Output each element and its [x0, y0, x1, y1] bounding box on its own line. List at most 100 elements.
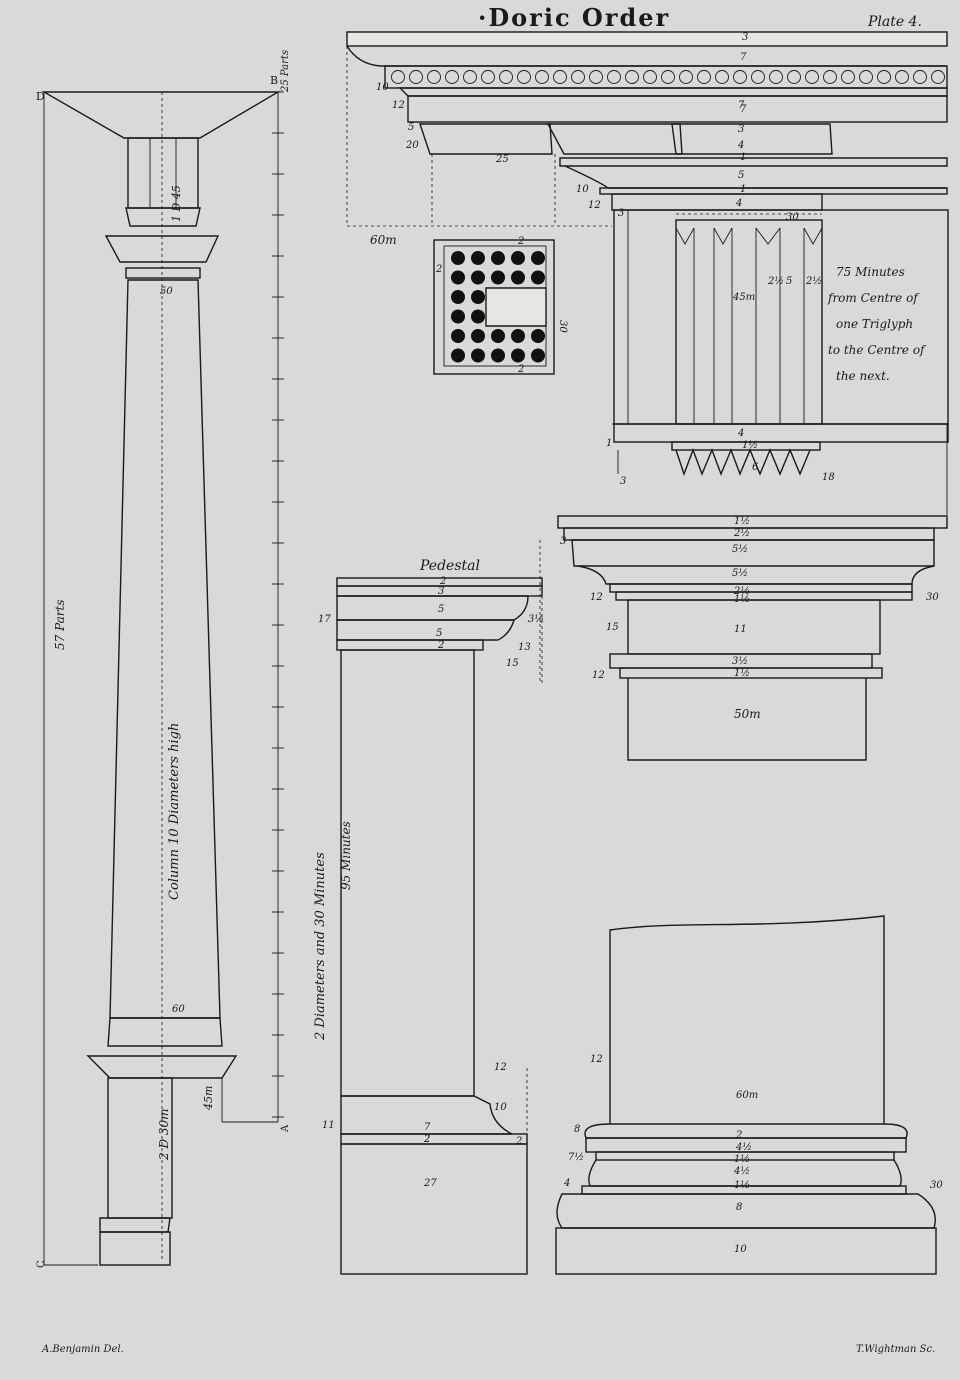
gutta [787, 70, 801, 84]
gutta [391, 70, 405, 84]
soffit-left: 2 [435, 264, 442, 275]
entablature-width: 60m [370, 233, 397, 247]
mutule-soffit: 2 2 30 2 [433, 236, 568, 375]
pedestal-base-dimension: 12 [494, 1062, 507, 1073]
pedestal-base-dimension: 2 [423, 1134, 430, 1145]
soffit-gutta [451, 290, 465, 304]
soffit-gutta [451, 251, 465, 265]
base-dimension: 1½ [734, 1154, 750, 1165]
plate-title: ·Doric Order [478, 3, 670, 32]
base-dim: 45m [202, 1086, 215, 1111]
entablature-dimension: 3 [618, 208, 624, 219]
gutta [661, 70, 675, 84]
pedestal-cap-dimension: 15 [506, 658, 519, 669]
pedestal-title: Pedestal [419, 558, 480, 574]
pedestal-dim: 2 D 30m [157, 1108, 171, 1161]
capital-dimension: 2½ [733, 528, 750, 539]
entablature-dimension: 18 [822, 472, 835, 483]
base-dimension: 4½ [733, 1166, 750, 1177]
capital-dimension: 15 [606, 622, 619, 633]
guttae-row [391, 70, 945, 84]
gutta [823, 70, 837, 84]
entablature-dimension: 10 [376, 82, 389, 93]
soffit-gutta [471, 309, 485, 324]
entablature-dimension: 3 [738, 124, 744, 135]
soffit-gutta [531, 270, 545, 285]
gutta [859, 70, 873, 84]
capital-shaft: 50m [734, 707, 761, 721]
plate-number: Plate 4. [867, 14, 922, 30]
capital-dimension: 3½ [732, 656, 748, 667]
c-parts-label: 57 Parts [53, 600, 67, 651]
base-dimension: 7½ [568, 1152, 584, 1163]
gutta [643, 70, 657, 84]
letter-b: B [270, 74, 278, 87]
entablature-dimension: 1 [740, 184, 746, 195]
entablature-dimension: 1 [740, 152, 746, 163]
base-dimension: 4½ [735, 1142, 752, 1153]
soffit-gutta [511, 251, 525, 265]
gutta [697, 70, 711, 84]
soffit-gutta [491, 270, 505, 285]
entablature-dimension: 7 [738, 100, 745, 111]
entablature-dimension: 3 [742, 32, 748, 43]
entablature-dimension: 4 [737, 140, 744, 151]
letter-c: C [36, 1260, 47, 1268]
capital-dimension: 2½ [733, 586, 750, 597]
soffit-gutta [471, 329, 485, 343]
entablature-dimension: 5 [786, 276, 792, 287]
gutta [895, 70, 909, 84]
base-dimension: 30 [930, 1180, 943, 1191]
capital-dimension: 12 [590, 592, 603, 603]
entablature-dimension: 1 [606, 438, 612, 449]
entablature-dimension: 3 [620, 476, 626, 487]
entablature-dimension: 2½ [805, 276, 822, 287]
gutta [409, 70, 423, 84]
pedestal-base-dimension: 2 [515, 1136, 522, 1147]
pedestal-cap-dimension: 17 [318, 614, 331, 625]
base-dimension: 12 [590, 1054, 603, 1065]
gutta [841, 70, 855, 84]
soffit-gutta [511, 270, 525, 285]
soffit-gutta [531, 348, 545, 363]
pedestal-cap-dimension: 2 [437, 640, 444, 651]
entablature-dimension: 25 [495, 154, 509, 165]
soffit-gutta [451, 270, 465, 285]
soffit-gutta [491, 329, 505, 343]
soffit-gutta [451, 329, 465, 343]
entablature-dimension: 7 [740, 52, 747, 63]
pedestal-base-dimension: 11 [322, 1120, 335, 1131]
capital-dimension: 30 [926, 592, 939, 603]
base-dimension: 8 [574, 1124, 580, 1135]
pedestal-height: 2 Diameters and 30 Minutes [313, 852, 328, 1041]
triglyph-note-line: 75 Minutes [836, 265, 905, 279]
gutta [535, 70, 549, 84]
pedestal-base-dimension: 2 [423, 1134, 430, 1145]
gutta [463, 70, 477, 84]
pedestal-cap-dimension: 3 [438, 586, 444, 597]
gutta [607, 70, 621, 84]
soffit-gutta [471, 290, 485, 304]
soffit-gutta [531, 251, 545, 265]
capital-dimension: 5½ [732, 568, 748, 579]
soffit-gutta [491, 251, 505, 265]
gutta [877, 70, 891, 84]
base-dimension: 1½ [734, 1180, 750, 1191]
soffit-gutta [511, 329, 525, 343]
gutta [517, 70, 531, 84]
soffit-right: 30 [557, 320, 568, 333]
base-dimension: 4 [563, 1178, 570, 1189]
entablature-dimension: 5 [738, 170, 744, 181]
pedestal-minutes: 95 Minutes [339, 821, 353, 890]
capital-dimension: 5½ [732, 544, 748, 555]
shaft-top-mark: 50 [160, 286, 173, 297]
capital-dimension: 1½ [734, 516, 750, 527]
soffit-gutta [471, 270, 485, 285]
gutta [679, 70, 693, 84]
soffit-gutta [471, 251, 485, 265]
soffit-gutta [451, 309, 465, 324]
pedestal-base-dimension: 7 [424, 1122, 431, 1133]
